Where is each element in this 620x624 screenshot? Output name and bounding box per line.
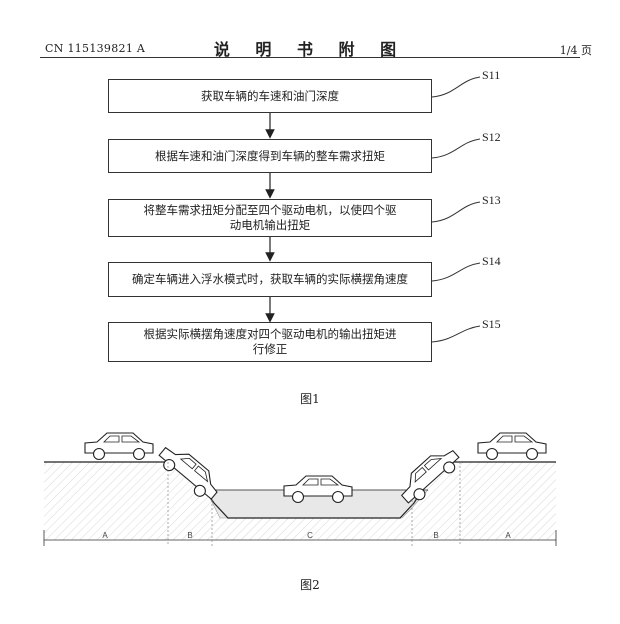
flow-step-s14: 确定车辆进入浮水模式时，获取车辆的实际横摆角速度 [108, 262, 432, 297]
page-number: 1/4 页 [559, 44, 592, 57]
leader-line-s11 [431, 76, 481, 98]
car-right-ground [477, 432, 547, 461]
step-label-s15: S15 [482, 317, 501, 331]
leader-line-s13 [431, 201, 481, 223]
step-label-s11: S11 [482, 68, 501, 82]
flow-step-s12: 根据车速和油门深度得到车辆的整车需求扭矩 [108, 139, 432, 173]
figure2-caption: 图2 [300, 578, 320, 592]
page-title: 说 明 书 附 图 [213, 40, 407, 59]
patent-number: CN 115139821 A [45, 42, 146, 55]
step-label-s13: S13 [482, 193, 501, 207]
leader-line-s14 [431, 262, 481, 282]
flow-step-s15: 根据实际横摆角速度对四个驱动电机的输出扭矩进行修正 [108, 322, 432, 362]
leader-line-s12 [431, 138, 481, 159]
zone-label-a-right: A [505, 531, 511, 540]
step-label-s12: S12 [482, 130, 501, 144]
flow-step-s11: 获取车辆的车速和油门深度 [108, 79, 432, 113]
step-label-s14: S14 [482, 254, 501, 268]
car-left-ground [84, 432, 154, 461]
zone-label-b-left: B [187, 531, 192, 540]
header-divider [40, 57, 580, 58]
figure1-caption: 图1 [300, 392, 320, 406]
zone-label-b-right: B [433, 531, 438, 540]
zone-label-c: C [307, 531, 313, 540]
flow-step-s13: 将整车需求扭矩分配至四个驱动电机，以使四个驱动电机输出扭矩 [108, 199, 432, 237]
zone-label-a-left: A [102, 531, 108, 540]
leader-line-s15 [431, 325, 481, 343]
